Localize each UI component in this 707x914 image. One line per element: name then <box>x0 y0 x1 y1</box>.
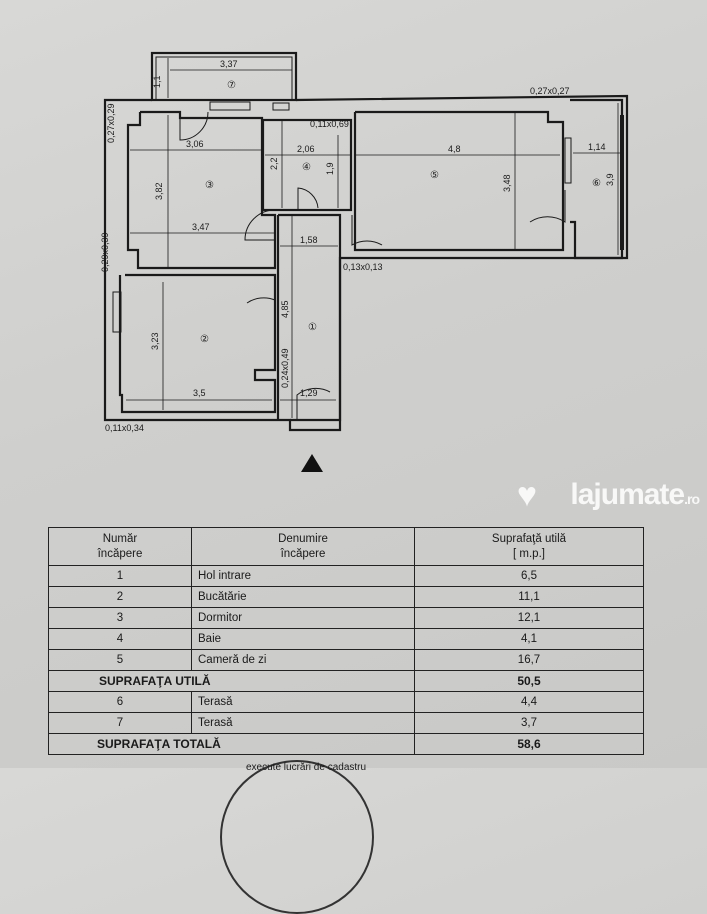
total-label: SUPRAFAŢA TOTALĂ <box>48 733 415 755</box>
header-line: încăpere <box>97 547 143 560</box>
dim-room6-height: 3,9 <box>605 173 615 186</box>
cell-nr: 7 <box>48 712 192 734</box>
dim-hall-width: 1,58 <box>300 235 318 245</box>
room-number-5: ⑤ <box>430 170 439 181</box>
cell-name: Cameră de zi <box>191 649 415 671</box>
dim-col-top-right: 0,27x0,27 <box>530 86 570 96</box>
watermark: lajumate.ro <box>570 478 700 512</box>
total-value: 58,6 <box>414 733 644 755</box>
cell-nr: 1 <box>48 565 192 587</box>
dim-hall-niche: 0,24x0,49 <box>280 348 290 388</box>
header-line: încăpere <box>280 547 326 560</box>
dim-col-top-left: 0,27x0,29 <box>106 103 116 143</box>
cell-nr: 4 <box>48 628 192 650</box>
dim-room5-width: 4,8 <box>448 144 461 154</box>
watermark-tld: .ro <box>684 491 700 507</box>
dim-terrace7-depth: 1,1 <box>152 75 162 88</box>
cell-area: 12,1 <box>414 607 644 629</box>
watermark-logo-icon: ♥ <box>516 476 537 514</box>
cell-nr: 2 <box>48 586 192 608</box>
watermark-brand: lajumate <box>570 478 685 511</box>
dim-room4-height2: 1,9 <box>325 162 335 175</box>
cell-name: Terasă <box>191 691 415 713</box>
dim-room4-height: 2,2 <box>269 157 279 170</box>
room-numbers: ① ② ③ ④ ⑤ ⑥ ⑦ <box>200 80 601 345</box>
rooms-table: Număr încăpere Denumire încăpere Suprafaţă… <box>48 527 644 755</box>
cell-name: Hol intrare <box>191 565 415 587</box>
header-room-number: Număr încăpere <box>48 527 192 566</box>
room-number-2: ② <box>200 334 209 345</box>
dim-room5-height: 3,48 <box>502 174 512 192</box>
room-number-6: ⑥ <box>592 178 601 189</box>
cell-area: 4,4 <box>414 691 644 713</box>
cell-area: 11,1 <box>414 586 644 608</box>
header-line: Suprafaţă utilă <box>491 532 567 545</box>
dim-col-inner: 0,13x0,13 <box>343 262 383 272</box>
cell-area: 4,1 <box>414 628 644 650</box>
dim-col-bottom-left: 0,11x0,34 <box>105 423 144 433</box>
dim-room6-width: 1,14 <box>588 142 606 152</box>
room-number-3: ③ <box>205 180 214 191</box>
header-line: [ m.p.] <box>513 547 545 560</box>
cell-name: Terasă <box>191 712 415 734</box>
header-room-name: Denumire încăpere <box>191 527 415 566</box>
cell-nr: 3 <box>48 607 192 629</box>
header-line: Denumire <box>278 532 328 545</box>
walls <box>103 51 629 432</box>
cell-nr: 5 <box>48 649 192 671</box>
dim-room4-niche: 0,11x0,69 <box>310 119 349 129</box>
cell-area: 3,7 <box>414 712 644 734</box>
header-line: Număr <box>102 532 138 545</box>
cell-area: 16,7 <box>414 649 644 671</box>
dim-room3-height: 3,82 <box>154 182 164 200</box>
room-number-1: ① <box>308 322 317 333</box>
cell-nr: 6 <box>48 691 192 713</box>
room-number-7: ⑦ <box>227 80 236 91</box>
subtotal-value: 50,5 <box>414 670 644 692</box>
dim-room2-width: 3,5 <box>193 388 206 398</box>
dimension-labels: 3,37 1,1 3,06 3,82 3,47 2,06 2,2 1,9 0,1… <box>100 59 615 433</box>
cell-name: Baie <box>191 628 415 650</box>
room-number-4: ④ <box>302 162 311 173</box>
doors <box>179 111 566 420</box>
dim-terrace7-width: 3,37 <box>220 59 238 69</box>
dim-room4-width: 2,06 <box>297 144 315 154</box>
dim-hall-length: 4,85 <box>280 300 290 318</box>
cell-name: Dormitor <box>191 607 415 629</box>
cell-area: 6,5 <box>414 565 644 587</box>
dim-room3-bottom: 3,47 <box>192 222 210 232</box>
cadastre-stamp: execute lucrări de cadastru <box>220 760 374 914</box>
floor-plan: 3,37 1,1 3,06 3,82 3,47 2,06 2,2 1,9 0,1… <box>100 51 629 472</box>
table-header: Număr încăpere Denumire încăpere Suprafaţă… <box>48 527 644 566</box>
dim-room2-height: 3,23 <box>150 332 160 350</box>
dimension-lines <box>126 58 620 418</box>
header-area: Suprafaţă utilă [ m.p.] <box>414 527 644 566</box>
dim-hall-entry: 1,29 <box>300 388 318 398</box>
cell-name: Bucătărie <box>191 586 415 608</box>
subtotal-label: SUPRAFAŢA UTILĂ <box>48 670 415 692</box>
dim-room3-top: 3,06 <box>186 139 204 149</box>
north-arrow-icon <box>301 454 323 472</box>
dim-col-left: 0,29x0,39 <box>100 232 110 272</box>
